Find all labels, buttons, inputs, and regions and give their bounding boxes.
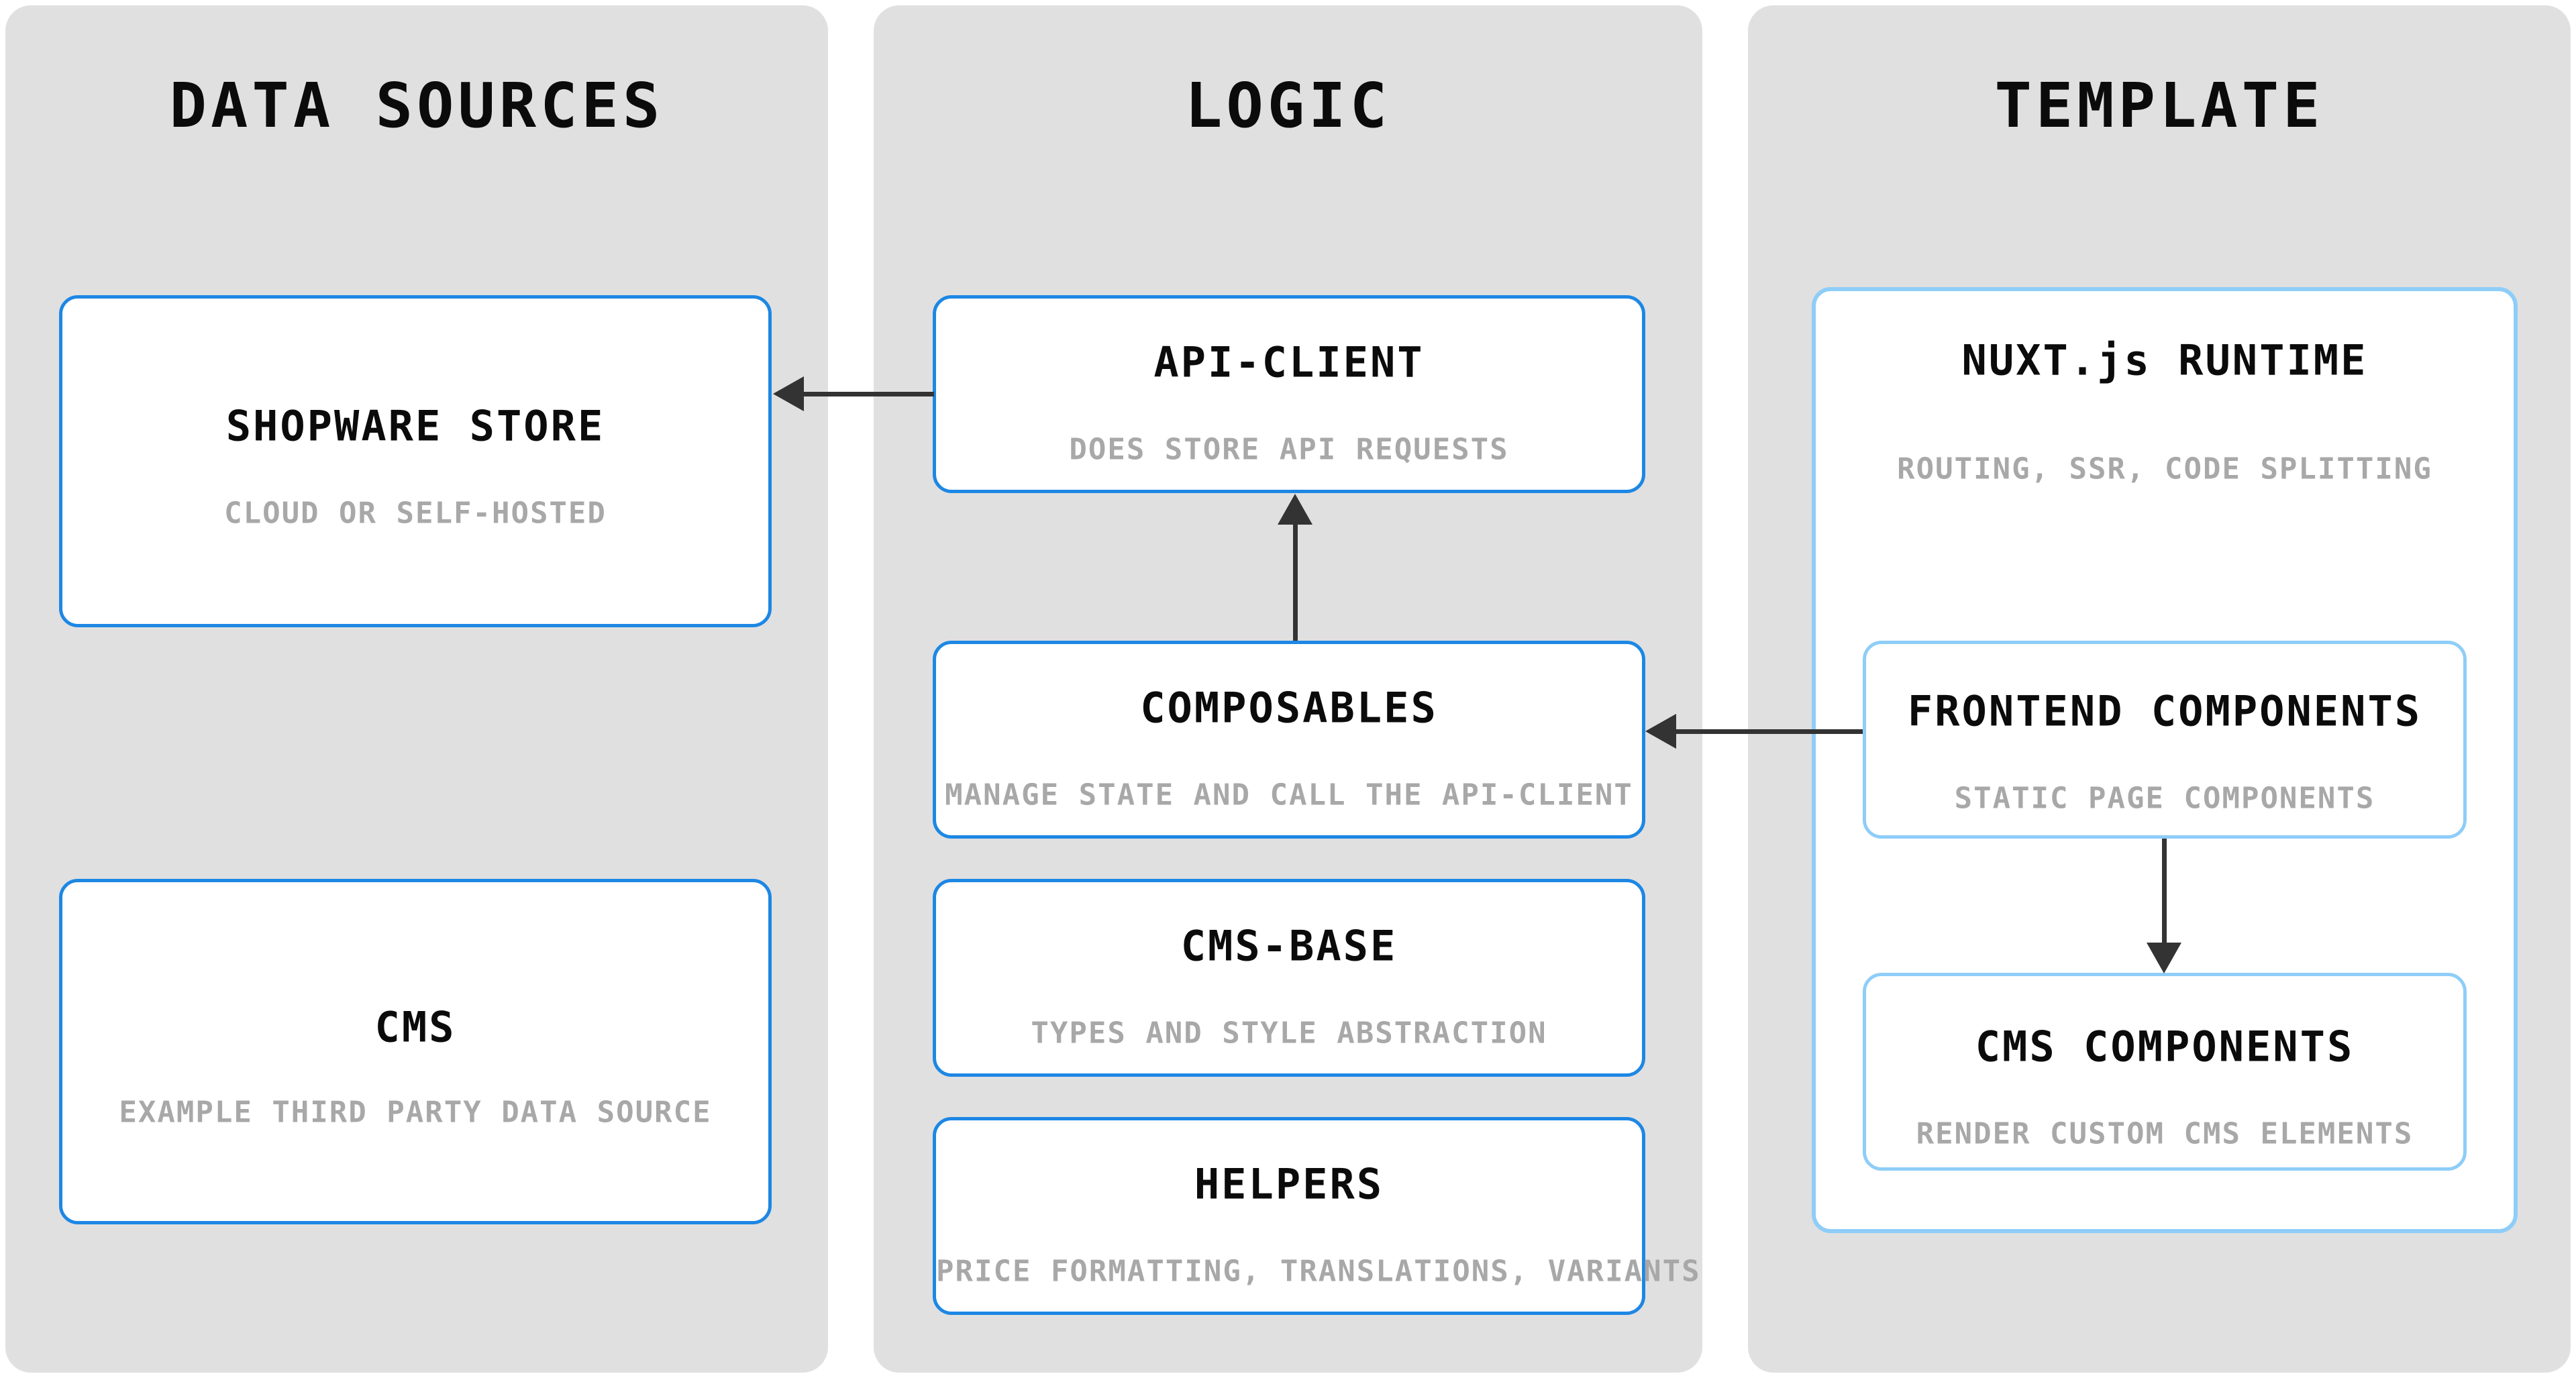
box-subtitle-shopware-store: CLOUD OR SELF-HOSTED [224, 496, 607, 531]
box-helpers: HELPERS PRICE FORMATTING, TRANSLATIONS, … [933, 1117, 1701, 1315]
box-title-api-client: API-CLIENT [1153, 337, 1425, 387]
arrow-head-left-icon [773, 376, 804, 411]
box-frontend-components: FRONTEND COMPONENTS STATIC PAGE COMPONEN… [1863, 641, 2467, 839]
box-title-shopware-store: SHOPWARE STORE [225, 401, 605, 451]
arrow-line [2162, 839, 2167, 943]
box-title-nuxt-runtime: NUXT.js RUNTIME [1961, 335, 2368, 385]
box-subtitle-frontend-components: STATIC PAGE COMPONENTS [1954, 781, 2375, 816]
box-cms-components: CMS COMPONENTS RENDER CUSTOM CMS ELEMENT… [1863, 973, 2467, 1171]
box-title-cms: CMS [374, 1002, 456, 1052]
box-title-helpers: HELPERS [1194, 1159, 1384, 1209]
box-title-frontend-components: FRONTEND COMPONENTS [1907, 686, 2422, 736]
column-title-logic: LOGIC [1185, 70, 1391, 142]
box-cms-base: CMS-BASE TYPES AND STYLE ABSTRACTION [933, 879, 1645, 1077]
box-subtitle-cms: EXAMPLE THIRD PARTY DATA SOURCE [119, 1095, 712, 1130]
box-subtitle-nuxt-runtime: ROUTING, SSR, CODE SPLITTING [1897, 452, 2432, 486]
box-subtitle-helpers: PRICE FORMATTING, TRANSLATIONS, VARIANTS [936, 1254, 1701, 1289]
box-cms: CMS EXAMPLE THIRD PARTY DATA SOURCE [59, 879, 772, 1224]
box-subtitle-composables: MANAGE STATE AND CALL THE API-CLIENT [945, 778, 1633, 812]
box-subtitle-api-client: DOES STORE API REQUESTS [1069, 432, 1509, 467]
arrow-head-down-icon [2147, 943, 2181, 973]
arrow-line [1293, 523, 1298, 641]
column-title-template: TEMPLATE [1994, 70, 2324, 142]
box-composables: COMPOSABLES MANAGE STATE AND CALL THE AP… [933, 641, 1645, 839]
box-subtitle-cms-components: RENDER CUSTOM CMS ELEMENTS [1916, 1116, 2414, 1151]
arrow-line [803, 392, 934, 396]
arrow-head-left-icon [1645, 714, 1676, 749]
box-title-cms-components: CMS COMPONENTS [1975, 1022, 2355, 1071]
box-api-client: API-CLIENT DOES STORE API REQUESTS [933, 295, 1645, 493]
arrow-head-up-icon [1278, 494, 1312, 525]
arrow-line [1675, 729, 1863, 734]
box-subtitle-cms-base: TYPES AND STYLE ABSTRACTION [1031, 1016, 1547, 1051]
column-title-data-sources: DATA SOURCES [169, 70, 664, 142]
box-title-cms-base: CMS-BASE [1180, 921, 1398, 971]
box-title-composables: COMPOSABLES [1140, 683, 1438, 733]
box-shopware-store: SHOPWARE STORE CLOUD OR SELF-HOSTED [59, 295, 772, 627]
